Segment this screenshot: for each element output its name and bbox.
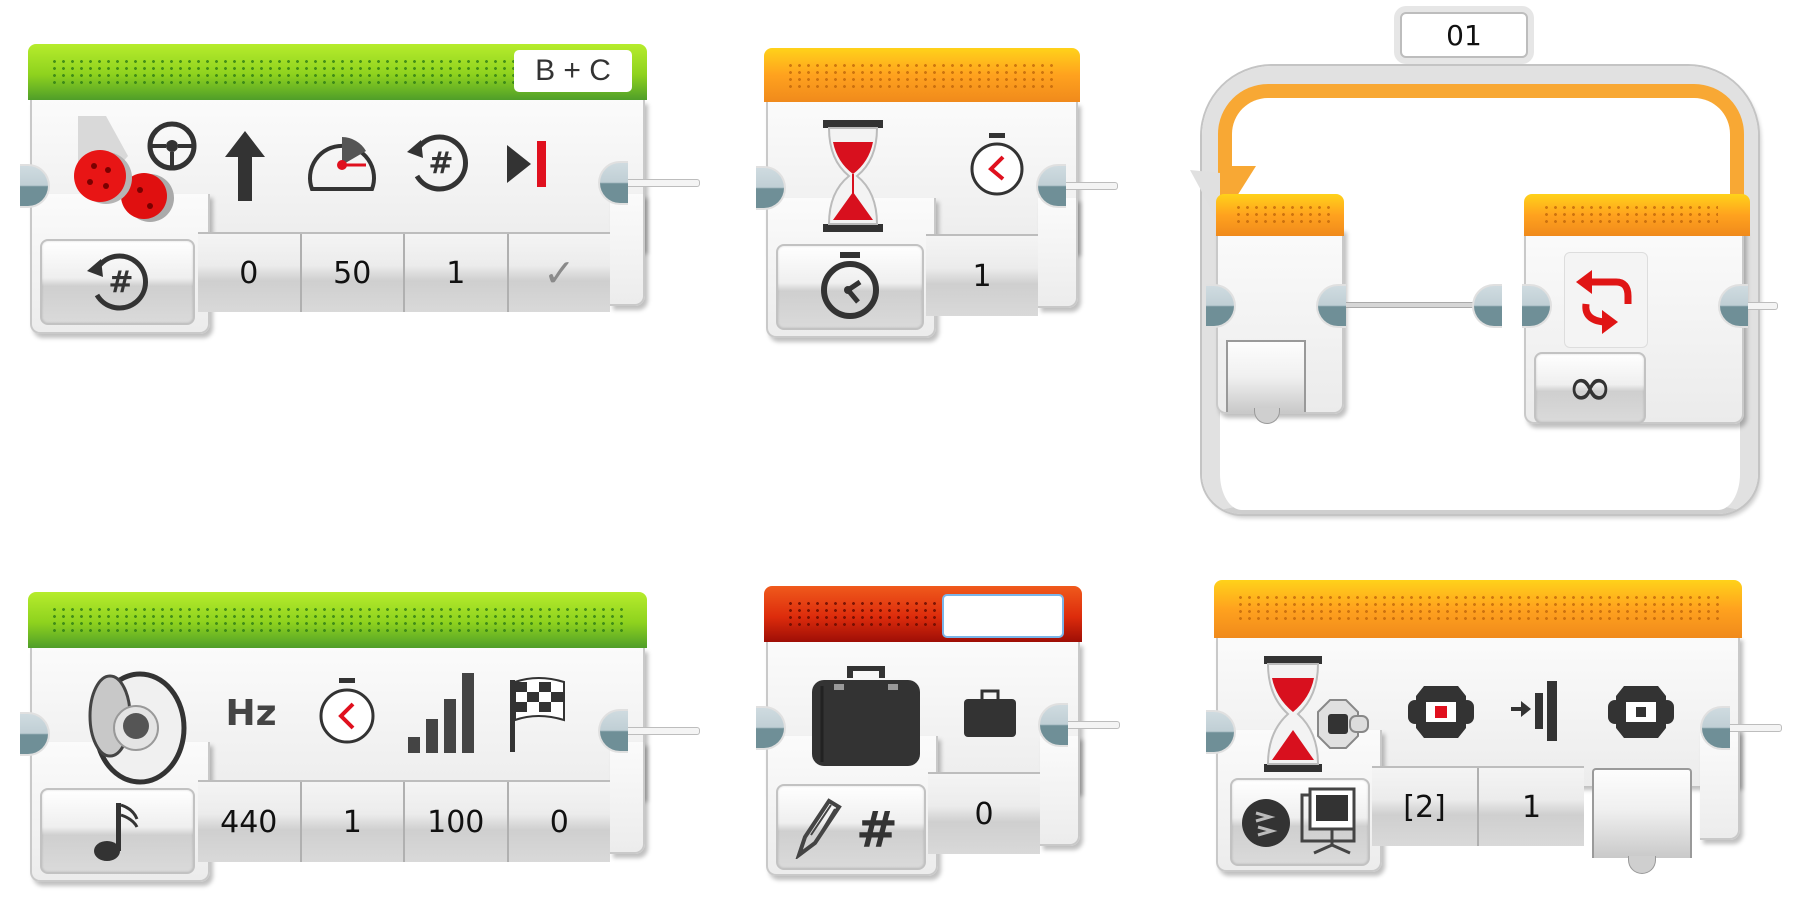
rotations-icon: # bbox=[86, 253, 148, 311]
loop-end-input-connector[interactable] bbox=[1472, 284, 1502, 328]
sequence-wire-stub bbox=[1730, 724, 1782, 732]
brick-button-icon bbox=[1606, 680, 1676, 744]
rotations-icon: # bbox=[400, 128, 476, 198]
svg-text:#: # bbox=[108, 265, 133, 300]
brick-button-red-icon bbox=[1406, 680, 1476, 744]
sequence-output-connector[interactable] bbox=[598, 709, 628, 753]
brake-at-end-checkbox[interactable]: ✓ bbox=[543, 251, 576, 295]
mode-selector-button[interactable] bbox=[776, 244, 924, 330]
hourglass-icon bbox=[818, 118, 888, 234]
music-note-icon bbox=[93, 803, 138, 861]
header-grip bbox=[50, 58, 530, 84]
mode-selector-button[interactable] bbox=[1230, 778, 1370, 866]
hourglass-brick-icon bbox=[1254, 656, 1370, 772]
sequence-output-connector[interactable] bbox=[598, 161, 628, 205]
stopwatch-icon bbox=[821, 252, 879, 319]
buttons-input[interactable]: [2] bbox=[1372, 768, 1479, 846]
parameter-strip: [2] 1 bbox=[1372, 766, 1584, 846]
header-grip bbox=[786, 62, 1058, 88]
sequence-wire-stub bbox=[628, 179, 700, 187]
volume-bars-icon bbox=[404, 668, 484, 758]
block-header[interactable] bbox=[764, 48, 1080, 102]
parameter-strip: 1 bbox=[926, 234, 1038, 316]
sequence-wire-stub bbox=[1748, 302, 1778, 310]
suitcase-icon bbox=[808, 666, 924, 770]
header-grip bbox=[1234, 204, 1332, 226]
svg-text:#: # bbox=[428, 146, 453, 181]
seconds-icon bbox=[962, 128, 1032, 204]
brake-at-end-icon bbox=[500, 136, 560, 192]
loop-block[interactable]: 01 ∞ bbox=[1160, 0, 1800, 540]
header-grip bbox=[786, 600, 936, 626]
power-speedometer-icon bbox=[302, 126, 382, 202]
write-numeric-icon: # bbox=[795, 798, 898, 859]
hz-icon: Hz bbox=[225, 692, 277, 734]
play-type-input[interactable]: 0 bbox=[549, 804, 569, 840]
action-pressed-icon bbox=[1506, 676, 1562, 746]
speaker-icon bbox=[80, 666, 190, 786]
loop-start-header[interactable] bbox=[1216, 194, 1344, 236]
sequence-output-connector[interactable] bbox=[1036, 164, 1066, 208]
loop-name-tab[interactable]: 01 bbox=[1400, 12, 1528, 58]
volume-input[interactable]: 100 bbox=[405, 782, 509, 862]
header-grip bbox=[1542, 204, 1718, 226]
move-steering-block[interactable]: B + C # bbox=[20, 44, 700, 344]
rotations-input[interactable]: 1 bbox=[405, 234, 509, 312]
loop-start-output-connector[interactable] bbox=[1316, 284, 1346, 328]
parameter-strip: 0 50 1 ✓ bbox=[198, 232, 610, 312]
parameter-strip: 0 bbox=[928, 772, 1040, 854]
block-header[interactable] bbox=[1214, 580, 1742, 638]
steering-input[interactable]: 0 bbox=[198, 234, 302, 312]
action-input[interactable]: 1 bbox=[1521, 789, 1542, 825]
wait-messaging-block[interactable]: [2] 1 bbox=[1206, 580, 1800, 900]
sequence-wire-stub bbox=[1068, 721, 1120, 729]
steering-arrow-icon bbox=[220, 126, 270, 206]
loop-output-connector[interactable] bbox=[1718, 284, 1748, 328]
value-input[interactable]: 0 bbox=[974, 796, 994, 832]
result-output-port[interactable] bbox=[1592, 768, 1692, 858]
loop-end-header[interactable] bbox=[1524, 194, 1750, 236]
motor-ports-selector[interactable]: B + C bbox=[514, 50, 632, 92]
wait-time-block[interactable]: 1 bbox=[756, 48, 1136, 348]
mode-selector-button[interactable]: # bbox=[40, 239, 195, 325]
variable-block[interactable]: # 0 bbox=[756, 586, 1136, 886]
mode-selector-button[interactable]: # bbox=[776, 784, 926, 870]
move-steering-icon bbox=[72, 116, 200, 228]
infinity-icon: ∞ bbox=[1566, 355, 1614, 420]
variable-name-field[interactable] bbox=[942, 594, 1064, 638]
sequence-wire-stub bbox=[628, 727, 700, 735]
power-input[interactable]: 50 bbox=[302, 234, 405, 312]
sequence-output-connector[interactable] bbox=[1038, 703, 1068, 747]
sequence-output-connector[interactable] bbox=[1700, 706, 1730, 750]
duration-icon bbox=[312, 674, 382, 752]
small-suitcase-icon bbox=[960, 686, 1020, 742]
header-grip bbox=[1236, 594, 1720, 620]
loop-return-arrow bbox=[1218, 84, 1744, 244]
seconds-input[interactable]: 1 bbox=[972, 258, 992, 294]
block-header[interactable] bbox=[28, 592, 647, 648]
loop-frame[interactable] bbox=[1202, 66, 1758, 514]
loop-mode-selector-button[interactable]: ∞ bbox=[1534, 352, 1646, 424]
output-plug bbox=[1628, 856, 1656, 874]
parameter-strip: 440 1 100 0 bbox=[198, 780, 610, 862]
duration-input[interactable]: 1 bbox=[302, 782, 405, 862]
sound-block[interactable]: Hz bbox=[20, 592, 700, 892]
svg-text:#: # bbox=[856, 801, 898, 859]
messaging-compare-icon bbox=[1242, 787, 1356, 855]
loop-start-data-port[interactable] bbox=[1226, 340, 1306, 412]
header-grip bbox=[50, 606, 624, 632]
internal-sequence-wire bbox=[1346, 302, 1474, 308]
play-type-flag-icon bbox=[506, 672, 570, 756]
frequency-input[interactable]: 440 bbox=[198, 782, 302, 862]
mode-selector-button[interactable] bbox=[40, 788, 195, 874]
loop-arrows-icon bbox=[1564, 252, 1648, 348]
sequence-wire-stub bbox=[1066, 182, 1118, 190]
